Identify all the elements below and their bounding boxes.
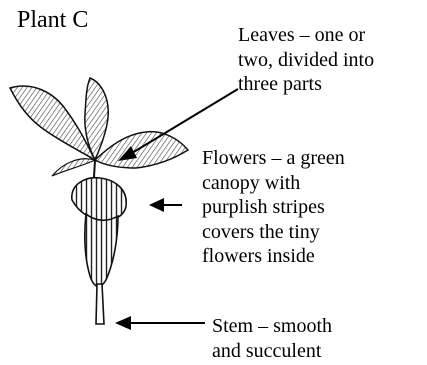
leaves-label-line: three parts <box>238 72 374 97</box>
stem-label-line: Stem – smooth <box>212 314 332 339</box>
leaves-label-line: Leaves – one or <box>238 23 374 48</box>
leaf-left <box>10 86 95 160</box>
leaf-right <box>95 132 188 168</box>
flowers-label: Flowers – a green canopy with purplish s… <box>202 146 345 269</box>
flowers-label-line: canopy with <box>202 171 345 196</box>
flowers-arrow <box>149 198 182 212</box>
stem <box>96 284 104 324</box>
stem-label: Stem – smooth and succulent <box>212 314 332 363</box>
flower-tube <box>85 214 118 286</box>
flowers-label-line: covers the tiny <box>202 220 345 245</box>
flowers-label-line: purplish stripes <box>202 195 345 220</box>
leaves-label: Leaves – one or two, divided into three … <box>238 23 374 97</box>
stem-label-line: and succulent <box>212 339 332 364</box>
flowers-label-line: flowers inside <box>202 244 345 269</box>
stem-arrow <box>115 316 205 330</box>
flowers-label-line: Flowers – a green <box>202 146 345 171</box>
leaves-label-line: two, divided into <box>238 48 374 73</box>
leaf-lower <box>52 159 95 176</box>
flower-canopy <box>72 178 126 221</box>
